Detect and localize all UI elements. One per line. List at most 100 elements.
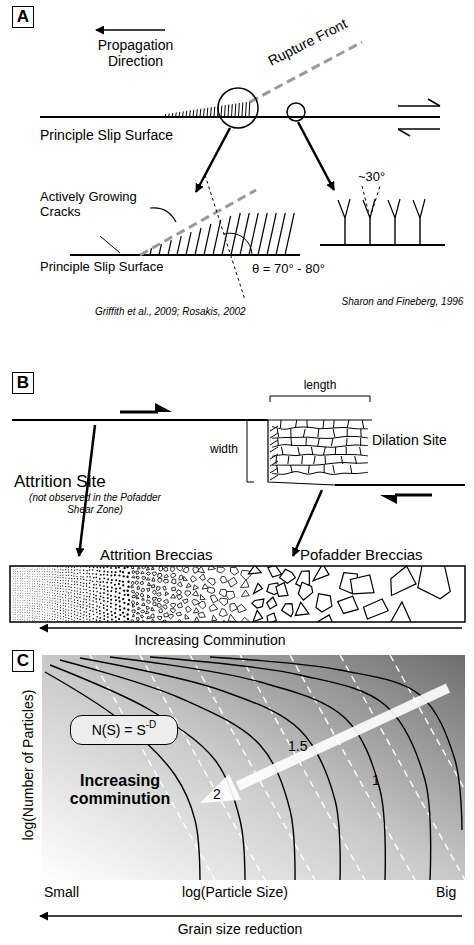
clast-dot <box>63 603 64 604</box>
clast-dot <box>15 573 17 575</box>
clast-dot <box>49 605 51 607</box>
clast-dot <box>17 599 19 601</box>
clast-dot <box>68 586 69 587</box>
dilation-fracture <box>317 429 319 437</box>
clast-dot <box>99 610 101 612</box>
clast-dot <box>71 578 72 579</box>
clast-dot <box>82 604 83 605</box>
clast-dot <box>36 608 38 610</box>
clast-dot <box>60 615 61 616</box>
dilation-fracture <box>290 438 292 446</box>
clast-dot <box>80 582 81 583</box>
clast-dot <box>60 572 61 573</box>
clast-dot <box>17 614 19 616</box>
clast-dot <box>24 600 26 602</box>
clast-dot <box>51 618 53 620</box>
clast-dot <box>39 616 41 618</box>
clast-dot <box>43 588 45 590</box>
panel-letter: A <box>17 7 29 27</box>
clast-dot <box>47 581 49 583</box>
clast-dot <box>41 586 43 588</box>
clast-dot <box>37 588 39 590</box>
clast-dot <box>20 582 22 584</box>
clast-shape <box>171 608 176 613</box>
clast-dot <box>55 616 56 617</box>
clast-dot <box>86 583 87 584</box>
clast-dot <box>27 592 29 594</box>
clast-shape <box>136 571 140 574</box>
surface-label: Principle Slip Surface <box>40 127 240 143</box>
clast-dot <box>22 599 24 601</box>
clast-dot <box>68 569 69 570</box>
clast-dot <box>59 596 60 597</box>
clast-dot <box>68 578 69 579</box>
clast-dot <box>26 568 28 570</box>
clast-dot <box>22 568 24 570</box>
clast-dot <box>51 607 53 609</box>
clast-dot <box>41 601 43 603</box>
clast-dot <box>22 592 24 594</box>
clast-dot <box>96 584 98 586</box>
dilation-fracture <box>323 420 325 428</box>
clast-dot <box>29 614 31 616</box>
clast-shape <box>230 567 238 575</box>
clast-shape <box>153 602 157 606</box>
clast-dot <box>57 596 58 597</box>
clast-dot <box>62 569 63 570</box>
crack-tick <box>189 110 191 117</box>
clast-dot <box>19 602 21 604</box>
clast-dot <box>24 590 26 592</box>
clast-dot <box>17 609 19 611</box>
clast-dot <box>17 597 19 599</box>
axis-label: log(Particle Size) <box>155 884 315 900</box>
clast-shape <box>316 594 332 612</box>
clast-dot <box>34 595 36 597</box>
clast-dot <box>22 590 24 592</box>
clast-dot <box>68 603 69 604</box>
clast-dot <box>103 585 105 587</box>
clast-shape <box>132 595 136 598</box>
clast-dot <box>27 609 29 611</box>
size-distribution-curve <box>110 657 385 880</box>
clast-dot <box>86 589 87 590</box>
dilation-fracture <box>305 438 306 446</box>
clast-dot <box>24 580 26 582</box>
clast-dot <box>31 568 33 570</box>
clast-dot <box>123 594 125 596</box>
clast-dot <box>68 592 69 593</box>
clast-shape <box>168 614 173 619</box>
clast-dot <box>43 568 45 570</box>
clast-dot <box>74 617 75 618</box>
clast-dot <box>34 575 36 577</box>
clast-dot <box>12 604 14 606</box>
clast-dot <box>17 611 19 613</box>
clast-dot <box>57 577 58 578</box>
clast-dot <box>29 617 31 619</box>
clast-dot <box>19 619 21 621</box>
crack-tick <box>165 114 167 117</box>
crack-line <box>213 220 221 255</box>
dilation-fracture <box>335 447 337 455</box>
clast-dot <box>68 583 69 584</box>
clast-dot <box>49 612 51 614</box>
clast-dot <box>74 590 75 591</box>
clast-dot <box>99 599 101 601</box>
clast-dot <box>49 586 51 588</box>
clast-dot <box>86 596 87 597</box>
clast-dot <box>14 602 16 604</box>
dilation-fracture <box>270 426 278 431</box>
size-distribution-curve <box>150 657 431 880</box>
equation-text: N(S) = S <box>92 722 146 738</box>
clast-dot <box>96 591 98 593</box>
clast-dot <box>71 610 72 611</box>
clast-dot <box>39 576 41 578</box>
clast-dot <box>43 571 45 573</box>
crack-tick <box>210 107 212 117</box>
clast-dot <box>19 614 21 616</box>
clast-dot <box>86 605 87 606</box>
clast-dot <box>39 583 41 585</box>
clast-dot <box>26 590 28 592</box>
clast-dot <box>57 612 58 613</box>
crack-tick <box>221 106 223 117</box>
citation: Griffith et al., 2009; Rosakis, 2002 <box>95 306 335 318</box>
